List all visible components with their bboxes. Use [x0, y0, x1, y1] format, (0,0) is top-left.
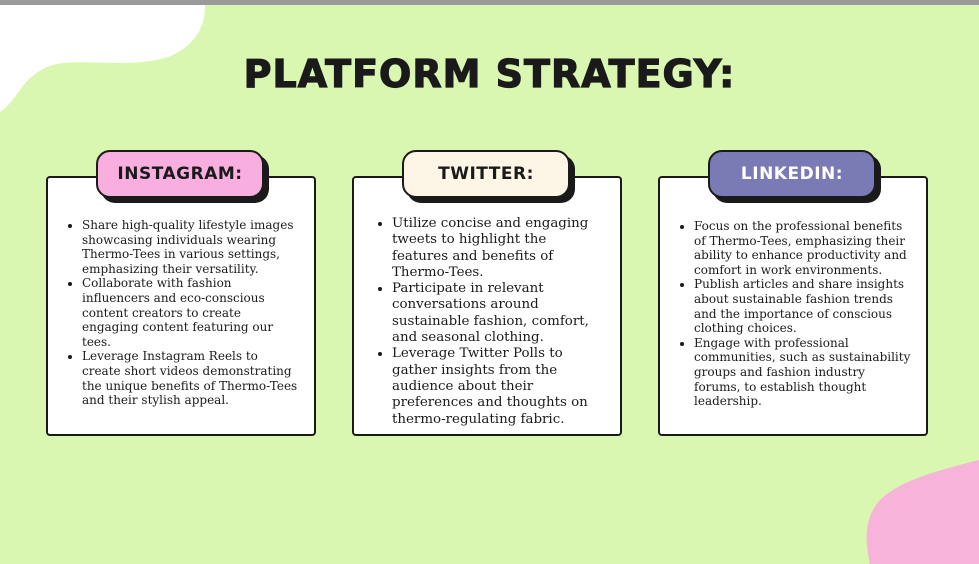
twitter-label: TWITTER:: [402, 150, 570, 198]
list-item: Leverage Twitter Polls to gather insight…: [392, 346, 606, 427]
list-item: Utilize concise and engaging tweets to h…: [392, 216, 606, 281]
twitter-card: Utilize concise and engaging tweets to h…: [352, 176, 622, 436]
linkedin-label: LINKEDIN:: [708, 150, 876, 198]
list-item: Leverage Instagram Reels to create short…: [82, 349, 300, 407]
page-title: PLATFORM STRATEGY:: [243, 51, 736, 96]
list-item: Publish articles and share insights abou…: [694, 277, 912, 335]
instagram-bullet-list: Share high-quality lifestyle images show…: [48, 218, 314, 408]
linkedin-bullet-list: Focus on the professional benefits of Th…: [660, 219, 926, 409]
list-item: Collaborate with fashion influencers and…: [82, 276, 300, 349]
instagram-label: INSTAGRAM:: [96, 150, 264, 198]
list-item: Share high-quality lifestyle images show…: [82, 218, 300, 276]
instagram-card: Share high-quality lifestyle images show…: [46, 176, 316, 436]
list-item: Engage with professional communities, su…: [694, 336, 912, 409]
twitter-bullet-list: Utilize concise and engaging tweets to h…: [354, 216, 620, 428]
top-border: [0, 0, 979, 5]
list-item: Focus on the professional benefits of Th…: [694, 219, 912, 277]
list-item: Participate in relevant conversations ar…: [392, 281, 606, 346]
linkedin-card: Focus on the professional benefits of Th…: [658, 176, 928, 436]
